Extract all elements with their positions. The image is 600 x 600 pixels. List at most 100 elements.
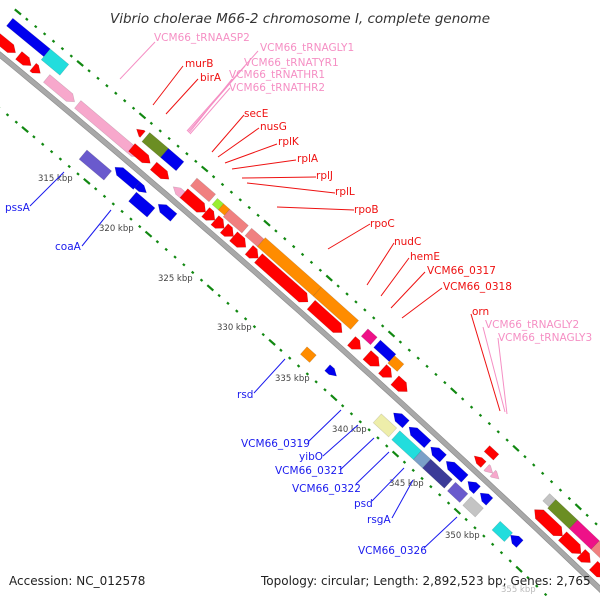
- label-nudC[interactable]: nudC: [394, 236, 421, 248]
- gene-blue-rev-2[interactable]: [134, 181, 147, 194]
- label-VCM66_tRNATHR2[interactable]: VCM66_tRNATHR2: [229, 82, 325, 94]
- gene-coaA[interactable]: [128, 191, 156, 218]
- reverse-labels: pssA coaA rsd VCM66_0319 yibO VCM66_0321…: [5, 171, 458, 557]
- gene-rsd-blue[interactable]: [324, 364, 338, 377]
- label-VCM66_0317[interactable]: VCM66_0317: [427, 265, 496, 277]
- label-nusG[interactable]: nusG: [260, 121, 287, 133]
- label-coaA[interactable]: coaA: [55, 241, 82, 253]
- label-hemE[interactable]: hemE: [410, 251, 440, 263]
- label-VCM66_tRNAGLY2[interactable]: VCM66_tRNAGLY2: [485, 319, 579, 331]
- label-VCM66_0326[interactable]: VCM66_0326: [358, 545, 427, 557]
- gene-red-rpoC[interactable]: [306, 299, 343, 333]
- gene-orn[interactable]: [483, 445, 500, 461]
- gene-tRNA-pink[interactable]: [172, 186, 186, 199]
- label-VCM66_tRNATHR1[interactable]: VCM66_tRNATHR1: [229, 69, 325, 81]
- gene-pssA[interactable]: [78, 149, 113, 181]
- label-VCM66_0321[interactable]: VCM66_0321: [275, 465, 344, 477]
- gene-red-7[interactable]: [201, 207, 216, 221]
- gene-blue-rev-8[interactable]: [467, 481, 481, 495]
- gene-red-small[interactable]: [136, 128, 146, 138]
- gene-red-8[interactable]: [210, 215, 225, 229]
- label-rpoC[interactable]: rpoC: [370, 218, 395, 230]
- gene-blue-rev-10[interactable]: [510, 534, 524, 548]
- tick-mark: [206, 284, 215, 292]
- tick-mark: [508, 559, 512, 563]
- tick-mark: [549, 480, 554, 484]
- label-psd[interactable]: psd: [354, 498, 373, 510]
- label-rsd[interactable]: rsd: [237, 389, 253, 401]
- label-VCM66_0322[interactable]: VCM66_0322: [292, 483, 361, 495]
- tick-mark: [96, 76, 100, 80]
- gene-red-13[interactable]: [362, 350, 380, 367]
- label-rsgA[interactable]: rsgA: [367, 514, 391, 526]
- label-secE[interactable]: secE: [244, 108, 268, 120]
- gene-blue-rev-1[interactable]: [114, 166, 141, 190]
- label-VCM66_tRNAASP2[interactable]: VCM66_tRNAASP2: [154, 32, 250, 44]
- label-rplJ[interactable]: rplJ: [316, 170, 333, 182]
- tick-mark: [367, 428, 371, 432]
- tick-mark: [220, 182, 225, 187]
- label-birA[interactable]: birA: [200, 72, 222, 84]
- gene-tRNA-gly3[interactable]: [489, 469, 500, 480]
- gene-VCM66_0326[interactable]: [491, 520, 514, 543]
- gene-0317[interactable]: [387, 355, 405, 372]
- label-VCM66_tRNAGLY1[interactable]: VCM66_tRNAGLY1: [260, 42, 354, 54]
- gene-pink-br[interactable]: [590, 540, 600, 559]
- label-VCM66_tRNATYR1[interactable]: VCM66_tRNATYR1: [244, 57, 339, 69]
- gene-red-5[interactable]: [149, 161, 170, 180]
- label-VCM66_0319[interactable]: VCM66_0319: [241, 438, 310, 450]
- gene-red-16[interactable]: [473, 455, 487, 468]
- gene-red-br-5[interactable]: [588, 560, 600, 578]
- gene-rsd[interactable]: [299, 346, 317, 363]
- gene-secE[interactable]: [189, 177, 217, 203]
- gene-pink-1[interactable]: [42, 74, 75, 103]
- gene-red-12[interactable]: [346, 336, 362, 350]
- gene-blue-rev-7[interactable]: [445, 460, 469, 483]
- gene-rplA[interactable]: [222, 208, 249, 234]
- gene-red-1[interactable]: [0, 33, 16, 54]
- gene-red-14[interactable]: [377, 364, 393, 378]
- gene-birA[interactable]: [160, 147, 185, 172]
- gene-red-10[interactable]: [229, 231, 247, 248]
- tick-mark: [385, 444, 389, 448]
- gene-red-15[interactable]: [390, 375, 408, 392]
- gene-blue-rev-3[interactable]: [157, 203, 178, 222]
- gene-blue-rev-4[interactable]: [393, 412, 410, 429]
- gene-blue-rev-6[interactable]: [430, 446, 447, 463]
- tick-mark: [469, 405, 474, 409]
- gene-red-4[interactable]: [128, 143, 151, 164]
- gene-red-11[interactable]: [244, 244, 259, 259]
- gene-red-br-3[interactable]: [557, 531, 582, 555]
- gene-VCM66_0322[interactable]: [422, 458, 453, 489]
- gene-VCM66_0319[interactable]: [372, 413, 398, 438]
- gene-blue-rev-9[interactable]: [479, 492, 494, 506]
- label-yibO[interactable]: yibO: [299, 451, 323, 463]
- gene-red-3[interactable]: [29, 62, 41, 74]
- gene-blue-rev-5[interactable]: [408, 426, 432, 449]
- label-VCM66_0318[interactable]: VCM66_0318: [443, 281, 512, 293]
- label-murB[interactable]: murB: [185, 58, 213, 70]
- gene-psd[interactable]: [446, 481, 469, 503]
- label-rplA[interactable]: rplA: [297, 153, 319, 165]
- gene-hemE[interactable]: [373, 339, 397, 363]
- gene-rpoC[interactable]: [312, 286, 360, 330]
- gene-red-rpoB[interactable]: [253, 253, 309, 303]
- label-rplL[interactable]: rplL: [335, 186, 355, 198]
- gene-pink-2[interactable]: [74, 100, 141, 158]
- gene-red-2[interactable]: [15, 51, 32, 66]
- gene-red-6[interactable]: [179, 188, 206, 213]
- gene-tRNA-gly2[interactable]: [483, 464, 494, 474]
- gene-red-br-2[interactable]: [536, 510, 563, 537]
- gene-cyan-topleft[interactable]: [40, 48, 70, 76]
- gene-red-9[interactable]: [219, 223, 234, 237]
- label-orn[interactable]: orn: [472, 306, 489, 318]
- label-VCM66_tRNAGLY3[interactable]: VCM66_tRNAGLY3: [498, 332, 592, 344]
- gene-rsgA[interactable]: [462, 496, 484, 518]
- tick-mark: [358, 420, 363, 424]
- label-rpoB[interactable]: rpoB: [354, 204, 379, 216]
- label-pssA[interactable]: pssA: [5, 202, 31, 214]
- gene-red-br-4[interactable]: [576, 548, 591, 563]
- gene-nudC[interactable]: [360, 328, 378, 346]
- tick-mark: [402, 460, 407, 464]
- label-rplK[interactable]: rplK: [278, 136, 300, 148]
